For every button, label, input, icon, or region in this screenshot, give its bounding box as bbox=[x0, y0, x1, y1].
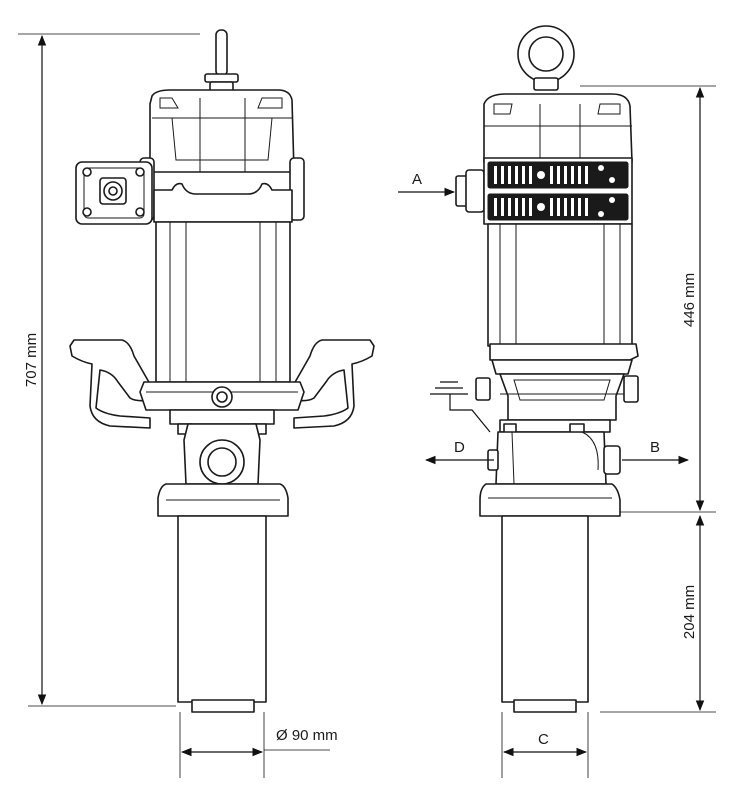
port-b-indicator: B bbox=[622, 439, 690, 465]
width-c-label: C bbox=[538, 731, 549, 748]
port-d-label: D bbox=[454, 439, 465, 456]
dimension-motor-height: 446 mm bbox=[580, 85, 716, 513]
tube-height-label: 204 mm bbox=[681, 585, 698, 639]
lifting-hook bbox=[204, 29, 239, 93]
junction-box bbox=[75, 161, 153, 225]
total-height-label: 707 mm bbox=[23, 333, 40, 387]
dimension-tube-diameter: Ø 90 mm bbox=[179, 712, 338, 778]
dimension-width-c: C bbox=[501, 712, 589, 778]
port-a-label: A bbox=[412, 171, 422, 188]
handles bbox=[69, 339, 375, 429]
port-a-indicator: A bbox=[398, 171, 456, 197]
dimension-tube-height: 204 mm bbox=[600, 514, 716, 713]
dimension-total-height: 707 mm bbox=[18, 33, 200, 707]
tube-diameter-label: Ø 90 mm bbox=[276, 727, 338, 744]
cooling-fins bbox=[483, 157, 633, 225]
ground-symbol bbox=[430, 381, 491, 433]
eye-bolt bbox=[517, 25, 575, 91]
port-b-label: B bbox=[650, 439, 660, 456]
front-view bbox=[69, 29, 375, 713]
motor-height-label: 446 mm bbox=[681, 273, 698, 327]
side-view bbox=[455, 25, 639, 713]
port-d-indicator: D bbox=[424, 439, 494, 465]
